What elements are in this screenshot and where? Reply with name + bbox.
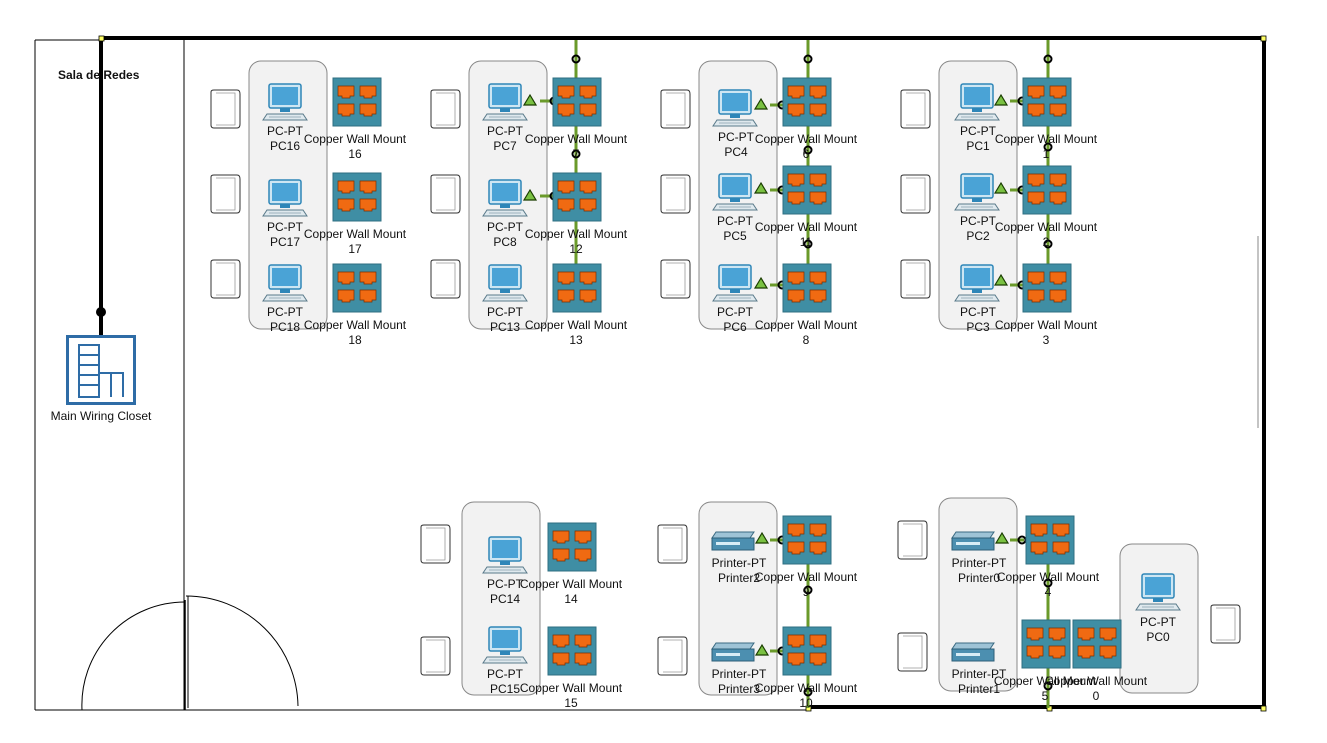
pc-15[interactable] [482, 626, 528, 664]
pc-5[interactable] [712, 173, 758, 211]
wallmount-17[interactable] [332, 172, 382, 222]
wallmount-9[interactable] [782, 515, 832, 565]
wallmount-12[interactable] [552, 172, 602, 222]
pc-14[interactable] [482, 536, 528, 574]
pc-6[interactable] [712, 264, 758, 302]
walls [34, 35, 1267, 712]
room-title: Sala de Redes [58, 68, 140, 82]
pc-7[interactable] [482, 83, 528, 121]
wallmount-13[interactable] [552, 263, 602, 313]
wallmount-11[interactable] [782, 165, 832, 215]
wallmount-15[interactable] [547, 626, 597, 676]
cable-nodes [571, 54, 1053, 697]
wallmount-8[interactable] [782, 263, 832, 313]
pc-1[interactable] [954, 83, 1000, 121]
pc-18[interactable] [262, 264, 308, 302]
device-links [540, 99, 1024, 653]
wallmount-3[interactable] [1022, 263, 1072, 313]
pc-0[interactable] [1135, 573, 1181, 611]
main-wiring-closet-label: Main Wiring Closet [50, 409, 152, 423]
wallmount-4[interactable] [1025, 515, 1075, 565]
wallmount-6[interactable] [782, 77, 832, 127]
main-wiring-closet-icon[interactable] [66, 335, 136, 405]
wallmount-10[interactable] [782, 626, 832, 676]
wallmount-14[interactable] [547, 522, 597, 572]
pc-4[interactable] [712, 89, 758, 127]
desks [248, 60, 1199, 696]
door [81, 595, 299, 711]
pc-16[interactable] [262, 83, 308, 121]
printer-0[interactable] [951, 531, 995, 551]
printer-2[interactable] [711, 531, 755, 551]
wallmount-2[interactable] [1022, 165, 1072, 215]
wallmount-18[interactable] [332, 263, 382, 313]
pc-17[interactable] [262, 179, 308, 217]
pc-8[interactable] [482, 179, 528, 217]
wallmount-5[interactable] [1021, 619, 1071, 669]
pc-13[interactable] [482, 264, 528, 302]
wallmount-16[interactable] [332, 77, 382, 127]
printer-3[interactable] [711, 642, 755, 662]
pc-3[interactable] [954, 264, 1000, 302]
printer-1[interactable] [951, 642, 995, 662]
wallmount-1[interactable] [1022, 77, 1072, 127]
wallmount-0[interactable] [1072, 619, 1122, 669]
pc-2[interactable] [954, 173, 1000, 211]
wallmount-7[interactable] [552, 77, 602, 127]
